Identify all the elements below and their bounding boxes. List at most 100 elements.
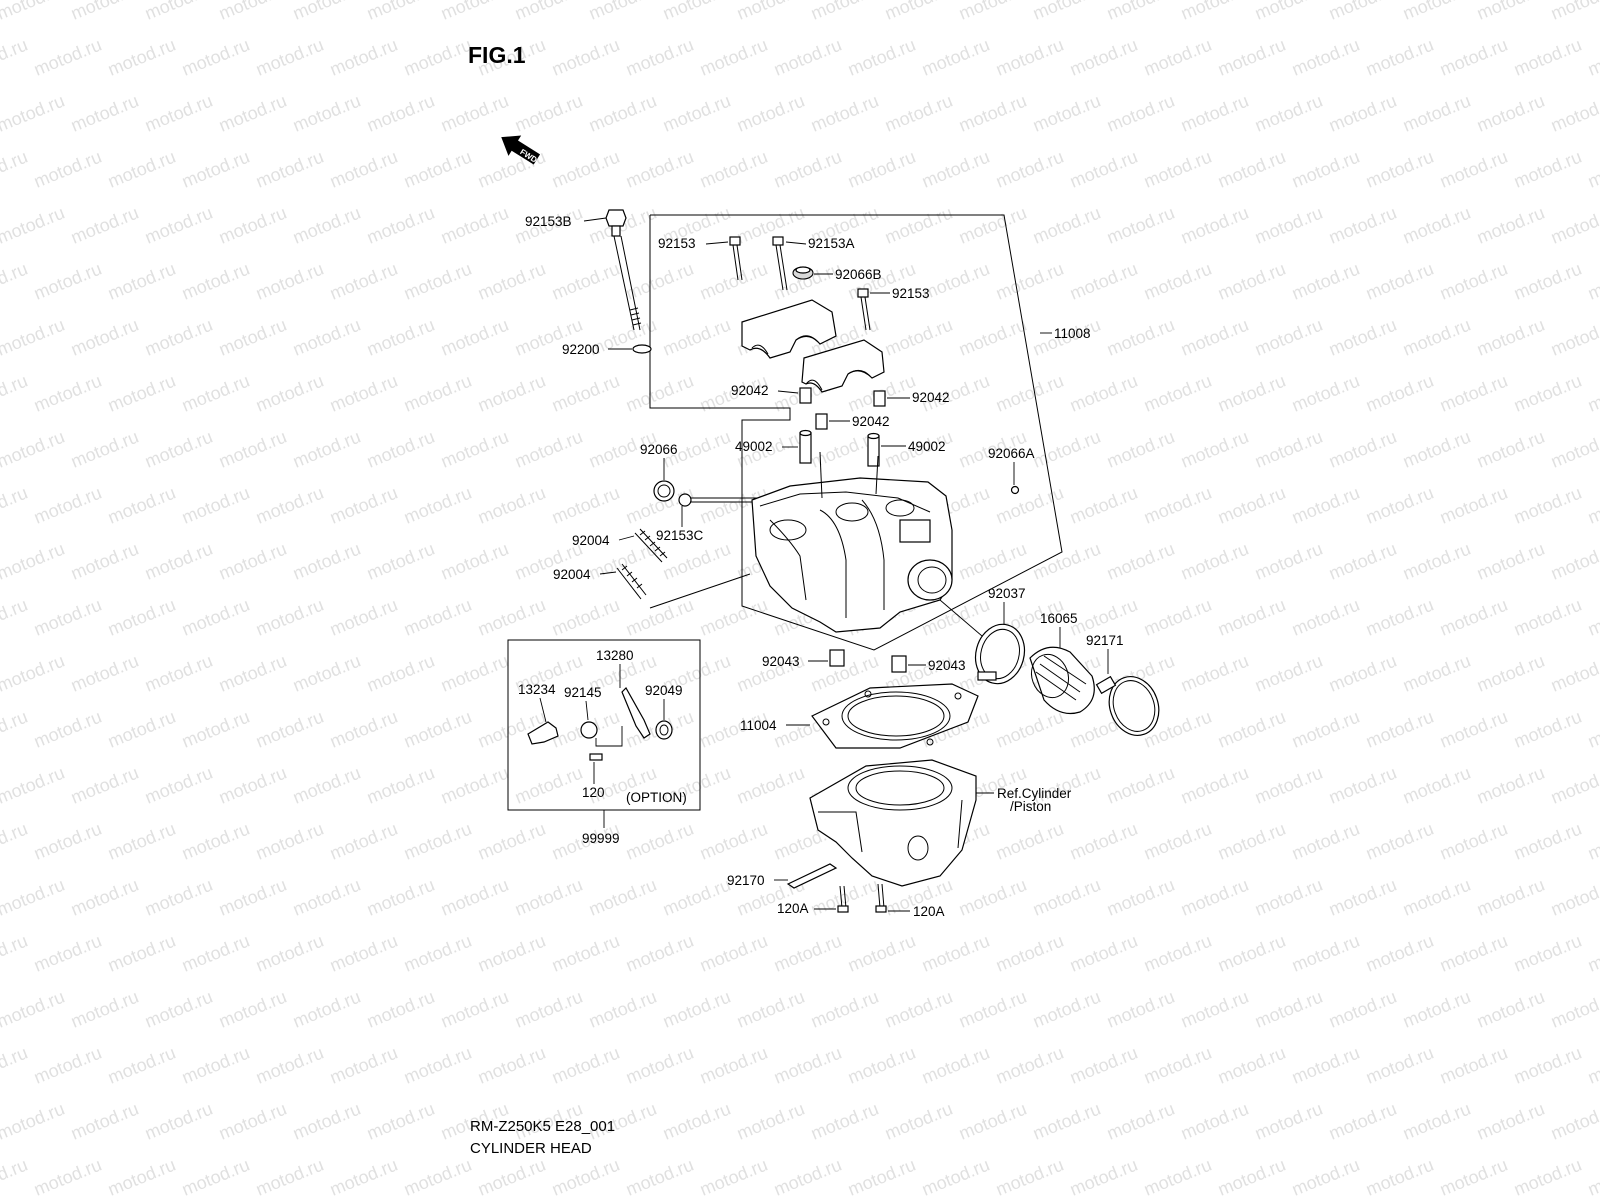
watermark-text: motod.ru [68, 315, 141, 360]
camshaft-cap-upper [741, 299, 837, 359]
watermark-text: motod.ru [1400, 875, 1473, 920]
watermark-text: motod.ru [105, 371, 178, 416]
watermark-text: motod.ru [1437, 147, 1510, 192]
watermark-text: motod.ru [1326, 987, 1399, 1032]
watermark-text: motod.ru [142, 0, 215, 24]
watermark-text: motod.ru [0, 0, 67, 24]
watermark-text: motod.ru [105, 1155, 178, 1200]
watermark-text: motod.ru [179, 1155, 252, 1200]
watermark-text: motod.ru [549, 595, 622, 640]
watermark-text: motod.ru [401, 1043, 474, 1088]
watermark-text: motod.ru [845, 35, 918, 80]
watermark-text: motod.ru [660, 91, 733, 136]
watermark-text: motod.ru [179, 1043, 252, 1088]
watermark-text: motod.ru [586, 987, 659, 1032]
watermark-text: motod.ru [549, 1043, 622, 1088]
watermark-text: motod.ru [1437, 483, 1510, 528]
label-92004-a: 92004 [572, 533, 610, 548]
watermark-text: motod.ru [475, 1043, 548, 1088]
watermark-text: motod.ru [1215, 1155, 1288, 1200]
watermark-text: motod.ru [1215, 931, 1288, 976]
watermark-text: motod.ru [660, 0, 733, 24]
watermark-text: motod.ru [1326, 1099, 1399, 1144]
watermark-text: motod.ru [1511, 483, 1584, 528]
plug-92066 [653, 480, 675, 502]
watermark-text: motod.ru [253, 819, 326, 864]
bolt-120A-right [875, 883, 887, 913]
watermark-text: motod.ru [1141, 35, 1214, 80]
watermark-text: motod.ru [1474, 427, 1547, 472]
watermark-text: motod.ru [0, 763, 67, 808]
watermark-text: motod.ru [549, 483, 622, 528]
label-16065: 16065 [1040, 611, 1078, 626]
watermark-text: motod.ru [623, 1155, 696, 1200]
watermark-text: motod.ru [31, 931, 104, 976]
watermark-text: motod.ru [327, 259, 400, 304]
watermark-text: motod.ru [142, 651, 215, 696]
watermark-text: motod.ru [956, 1099, 1029, 1144]
watermark-text: motod.ru [1141, 819, 1214, 864]
watermark-text: motod.ru [1141, 259, 1214, 304]
watermark-text: motod.ru [290, 651, 363, 696]
watermark-text: motod.ru [1400, 91, 1473, 136]
watermark-text: motod.ru [1363, 819, 1436, 864]
watermark-text: motod.ru [623, 371, 696, 416]
watermark-text: motod.ru [512, 763, 585, 808]
watermark-text: motod.ru [364, 0, 437, 24]
watermark-text: motod.ru [0, 595, 30, 640]
clamp-92037 [974, 623, 1026, 685]
watermark-text: motod.ru [623, 259, 696, 304]
watermark-text: motod.ru [1548, 987, 1600, 1032]
watermark-text: motod.ru [290, 427, 363, 472]
watermark-text: motod.ru [1252, 651, 1325, 696]
watermark-text: motod.ru [1548, 539, 1600, 584]
watermark-text: motod.ru [1585, 595, 1600, 640]
watermark-text: motod.ru [0, 147, 30, 192]
watermark-text: motod.ru [1030, 875, 1103, 920]
watermark-text: motod.ru [1548, 91, 1600, 136]
watermark-text: motod.ru [1104, 203, 1177, 248]
watermark-text: motod.ru [1511, 1155, 1584, 1200]
watermark-text: motod.ru [1215, 819, 1288, 864]
watermark-text: motod.ru [771, 931, 844, 976]
watermark-text: motod.ru [1585, 147, 1600, 192]
watermark-text: motod.ru [327, 371, 400, 416]
watermark-text: motod.ru [771, 1043, 844, 1088]
watermark-text: motod.ru [919, 147, 992, 192]
watermark-text: motod.ru [586, 0, 659, 24]
label-92042-b: 92042 [912, 390, 950, 405]
watermark-text: motod.ru [956, 91, 1029, 136]
watermark-text: motod.ru [0, 931, 30, 976]
watermark-text: motod.ru [1067, 819, 1140, 864]
watermark-text: motod.ru [1437, 707, 1510, 752]
watermark-text: motod.ru [0, 91, 67, 136]
watermark-text: motod.ru [845, 931, 918, 976]
watermark-text: motod.ru [586, 875, 659, 920]
watermark-text: motod.ru [401, 931, 474, 976]
part-labels: 92153B 92153 92153A 92066B 92153 11008 9… [518, 214, 1124, 919]
watermark-text: motod.ru [1585, 819, 1600, 864]
watermark-text: motod.ru [105, 1043, 178, 1088]
watermark-text: motod.ru [1474, 0, 1547, 24]
watermark-text: motod.ru [734, 763, 807, 808]
watermark-text: motod.ru [1326, 875, 1399, 920]
watermark-text: motod.ru [1326, 427, 1399, 472]
watermark-text: motod.ru [1067, 259, 1140, 304]
watermark-text: motod.ru [0, 1155, 30, 1200]
watermark-text: motod.ru [1141, 595, 1214, 640]
watermark-text: motod.ru [253, 595, 326, 640]
watermark-text: motod.ru [1511, 35, 1584, 80]
watermark-text: motod.ru [993, 259, 1066, 304]
watermark-text: motod.ru [216, 651, 289, 696]
watermark-text: motod.ru [1215, 35, 1288, 80]
label-92043-left: 92043 [762, 654, 800, 669]
watermark-text: motod.ru [919, 931, 992, 976]
label-ref-piston: /Piston [1010, 799, 1051, 814]
watermark-text: motod.ru [1363, 35, 1436, 80]
watermark-text: motod.ru [0, 539, 67, 584]
watermark-text: motod.ru [882, 0, 955, 24]
watermark-text: motod.ru [0, 427, 67, 472]
watermark-text: motod.ru [1474, 875, 1547, 920]
watermark-text: motod.ru [0, 651, 67, 696]
